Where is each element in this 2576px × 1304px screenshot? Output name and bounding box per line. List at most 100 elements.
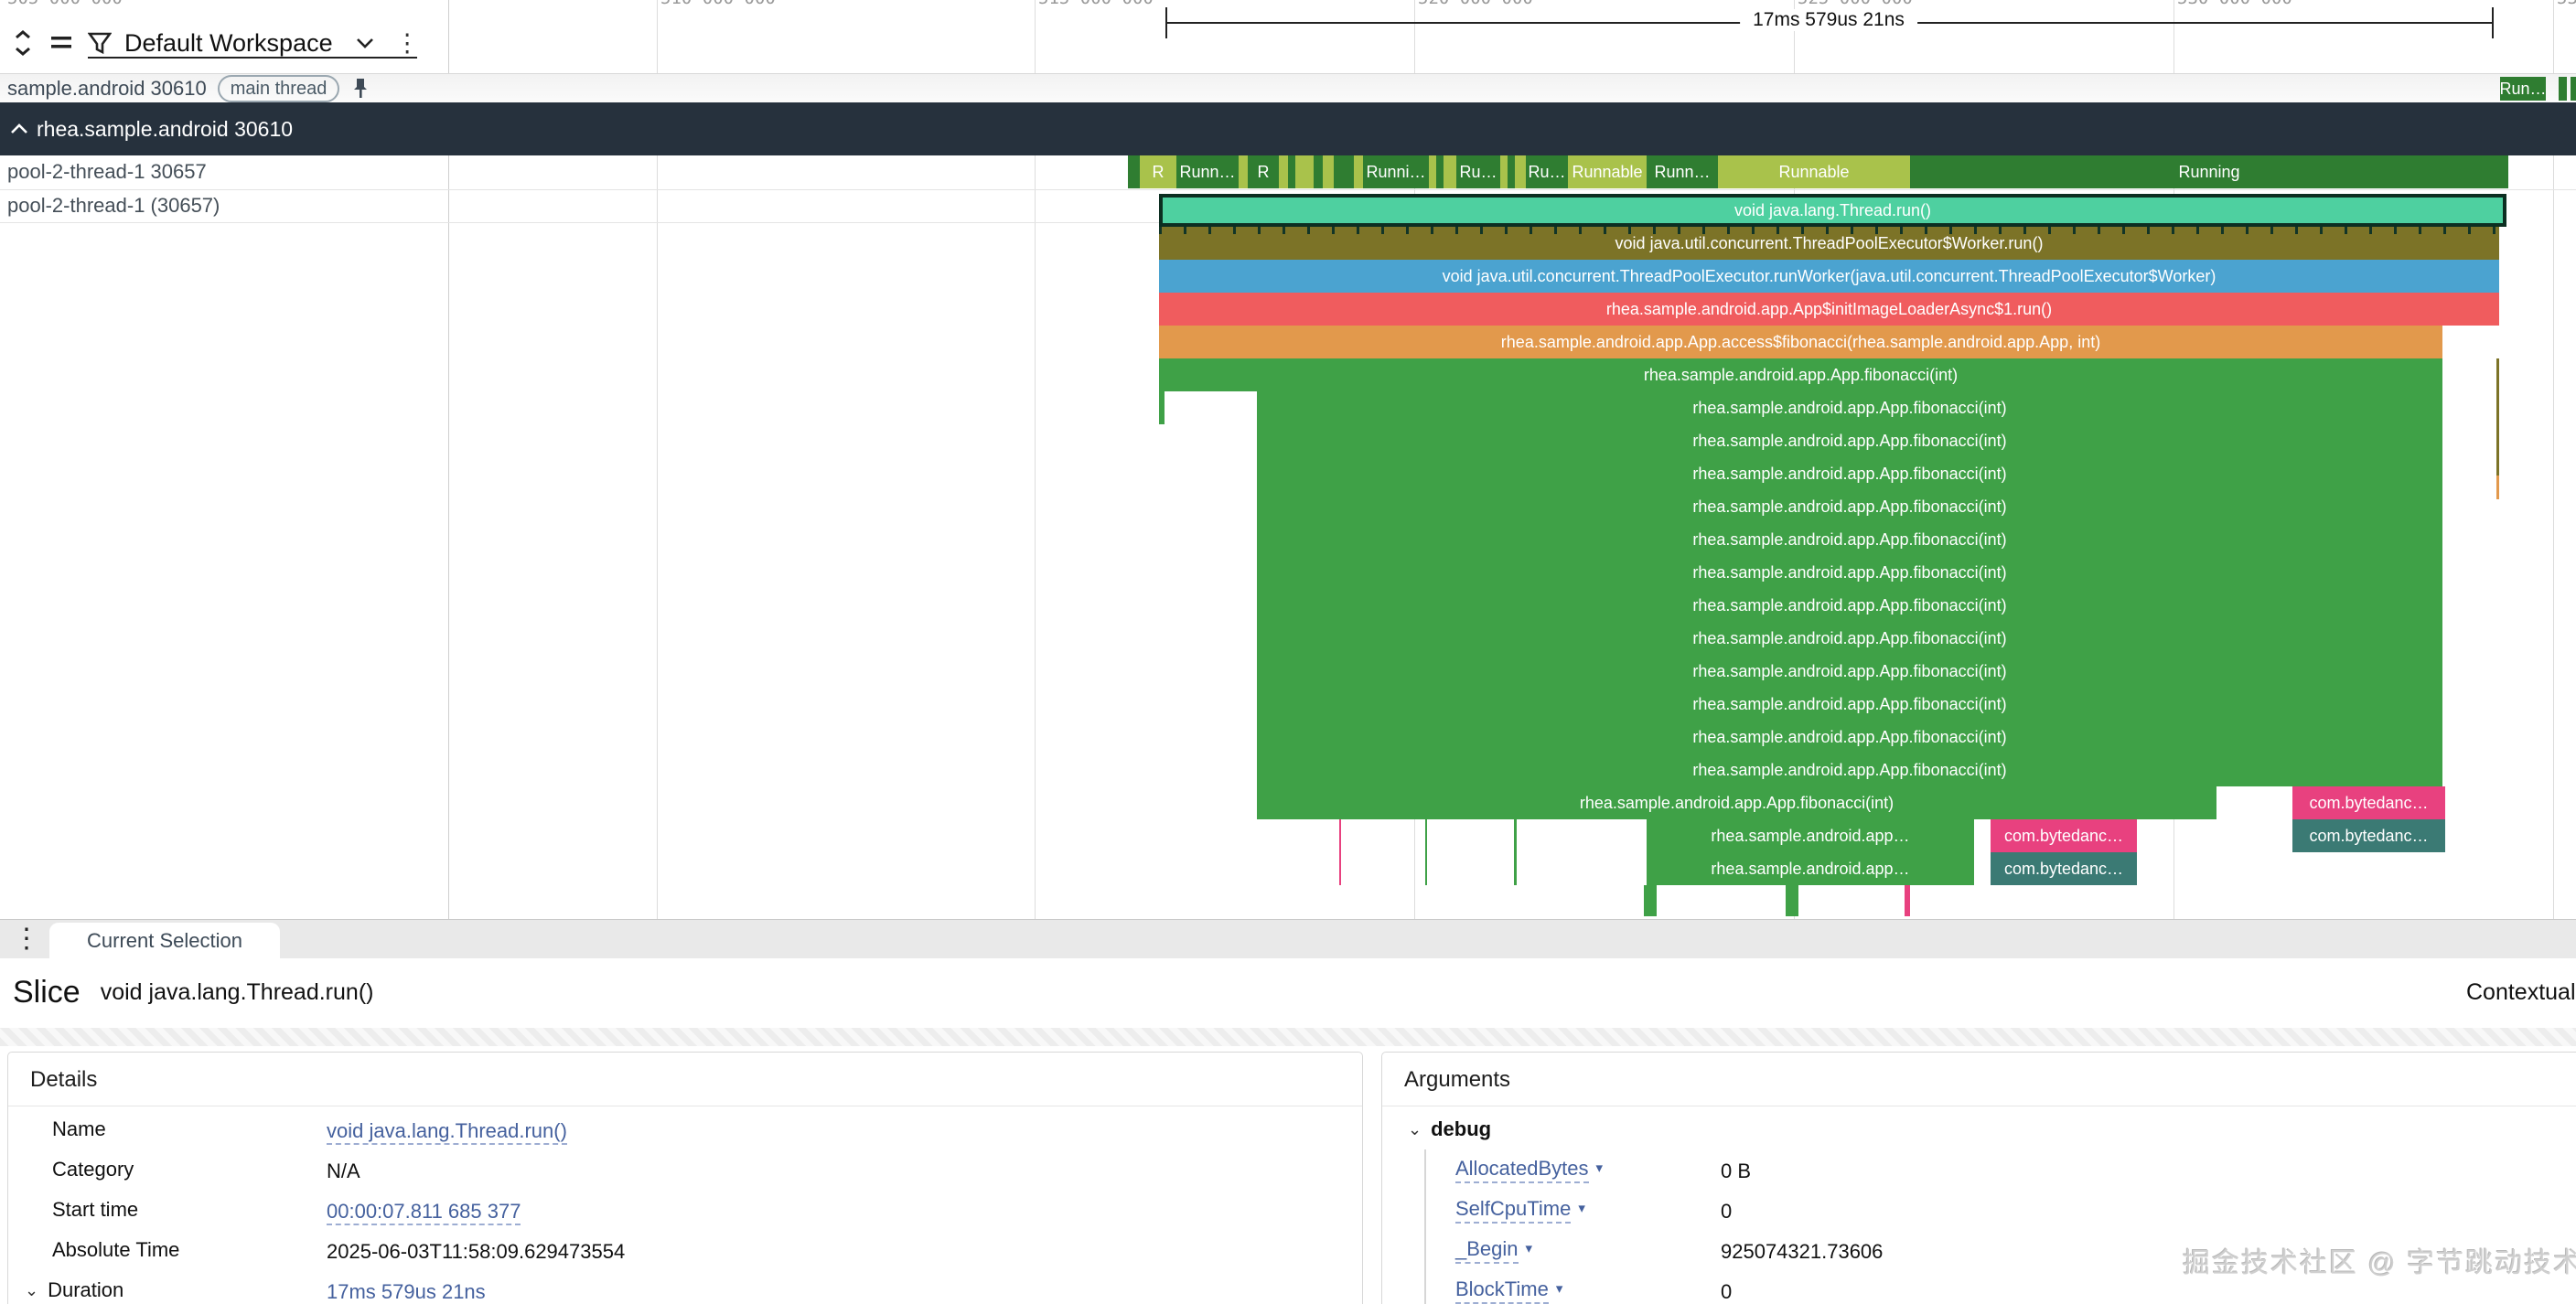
flame-slice-sliver[interactable] [2496,476,2499,499]
argument-menu-caret-icon[interactable]: ▾ [1578,1201,1585,1216]
thread-state-segment[interactable] [1295,155,1314,188]
flame-slice[interactable]: rhea.sample.android.app.App.fibonacci(in… [1257,391,2442,424]
flame-slice-sliver[interactable] [1905,885,1910,916]
thread-state-segment[interactable]: Runni… [1363,155,1429,188]
detail-value-duration[interactable]: 17ms 579us 21ns [327,1280,486,1304]
thread-state-segment[interactable]: Runnable [1718,155,1910,188]
tab-current-selection[interactable]: Current Selection [49,923,280,959]
tabbar-menu-icon[interactable]: ⋮ [13,924,40,954]
debug-expand-chevron-icon[interactable]: ⌄ [1408,1119,1422,1138]
thread-state-segment[interactable] [1508,155,1515,188]
flame-slice[interactable]: rhea.sample.android.app.App.fibonacci(in… [1257,457,2442,490]
workspace-title[interactable]: Default Workspace [124,28,333,57]
flame-slice[interactable]: rhea.sample.android.app.App.fibonacci(in… [1257,786,2216,819]
flame-slice[interactable]: rhea.sample.android.app… [1647,819,1974,852]
thread-state-segment[interactable] [1429,155,1436,188]
thread-state-segment[interactable]: R [1140,155,1176,188]
flame-slice[interactable]: rhea.sample.android.app.App.fibonacci(in… [1257,556,2442,589]
argument-row-begin[interactable]: _Begin ▾ [1455,1230,1532,1270]
thread-state-segment[interactable] [1323,155,1334,188]
flame-slice[interactable]: rhea.sample.android.app.App.fibonacci(in… [1257,424,2442,457]
argument-label[interactable]: AllocatedBytes [1455,1157,1589,1183]
argument-row-selfcputime[interactable]: SelfCpuTime ▾ [1455,1190,1585,1230]
flame-slice[interactable]: rhea.sample.android.app.App.fibonacci(in… [1257,523,2442,556]
thread-state-segment[interactable] [1354,155,1363,188]
flame-slice-sliver[interactable] [1514,819,1517,885]
thread-state-segment[interactable] [1314,155,1323,188]
thread-state-segment[interactable]: Running [1910,155,2508,188]
argument-label[interactable]: SelfCpuTime [1455,1197,1572,1224]
thread-state-segment[interactable]: Runn… [1176,155,1239,188]
thread-state-segment[interactable]: Runn… [1647,155,1718,188]
filter-icon[interactable] [84,27,115,59]
thread-row-main[interactable]: sample.android 30610 main thread [0,73,2576,103]
thread-state-segment[interactable] [1515,155,1526,188]
thread-state-segment[interactable]: Runnable [1568,155,1647,188]
chevron-down-icon[interactable] [349,27,381,59]
argument-row-allocatedbytes[interactable]: AllocatedBytes ▾ [1455,1149,1603,1190]
flame-slice-sliver[interactable] [1425,819,1427,885]
thread-state-chip[interactable] [2559,77,2567,101]
thread-state-segment[interactable] [1239,155,1248,188]
contextual-options-button[interactable]: Contextual [2466,978,2576,1005]
flame-slice-sliver[interactable] [2496,358,2499,476]
thread-state-segment[interactable] [1500,155,1508,188]
argument-menu-caret-icon[interactable]: ▾ [1555,1281,1563,1297]
argument-row-blocktime[interactable]: BlockTime ▾ [1455,1270,1562,1304]
thread-state-chip[interactable]: Run… [2500,77,2546,101]
unfold-icon[interactable] [7,27,38,59]
workspace-menu-icon[interactable]: ⋮ [394,28,420,57]
flame-slice[interactable]: void java.lang.Thread.run() [1159,194,2506,227]
argument-group-debug[interactable]: ⌄ debug [1408,1109,1491,1149]
detail-value-start-time[interactable]: 00:00:07.811 685 377 [327,1200,521,1225]
flame-slice[interactable]: rhea.sample.android.app.App.fibonacci(in… [1159,358,2442,391]
flame-slice[interactable]: void java.util.concurrent.ThreadPoolExec… [1159,260,2499,293]
flame-slice[interactable]: rhea.sample.android.app.App.fibonacci(in… [1257,490,2442,523]
flame-slice[interactable]: rhea.sample.android.app… [1647,852,1974,885]
flame-slice[interactable]: rhea.sample.android.app.App.fibonacci(in… [1257,655,2442,688]
flame-slice[interactable]: com.bytedanc… [1991,819,2137,852]
flame-slice[interactable]: rhea.sample.android.app.App.fibonacci(in… [1257,589,2442,622]
pin-icon[interactable] [350,77,370,101]
collapse-chevron-icon[interactable] [9,123,29,135]
thread-state-segment[interactable] [1128,155,1140,188]
thread-state-segment[interactable]: R [1248,155,1279,188]
sidebar-track-divider[interactable] [448,0,449,919]
flame-slice-sliver[interactable] [1644,885,1657,916]
flame-slice[interactable] [1159,391,1165,424]
detail-value-name[interactable]: void java.lang.Thread.run() [327,1119,567,1145]
thread-state-segment[interactable] [1334,155,1354,188]
flame-slice[interactable]: rhea.sample.android.app.App.fibonacci(in… [1257,721,2442,754]
details-card: Details Name void java.lang.Thread.run()… [7,1052,1363,1304]
flame-slice-sliver[interactable] [1339,819,1341,885]
flame-slice-sliver[interactable] [1786,885,1798,916]
thread-state-segment[interactable]: Ru… [1456,155,1500,188]
thread-state-segment[interactable] [1436,155,1444,188]
flame-slice[interactable]: rhea.sample.android.app.App.fibonacci(in… [1257,754,2442,786]
thread-row-pool-slices[interactable]: pool-2-thread-1 (30657) [0,189,448,222]
argument-menu-caret-icon[interactable]: ▾ [1525,1241,1533,1256]
thread-state-segment[interactable] [1288,155,1295,188]
list-icon[interactable] [46,27,77,59]
detail-row-duration[interactable]: ⌄ Duration [25,1270,123,1304]
thread-state-segment[interactable] [1279,155,1288,188]
thread-state-chip[interactable] [2571,77,2576,101]
thread-state-segment[interactable] [1444,155,1456,188]
flame-slice[interactable]: rhea.sample.android.app.App.access$fibon… [1159,326,2442,358]
argument-label[interactable]: _Begin [1455,1237,1519,1264]
duration-expand-chevron-icon[interactable]: ⌄ [25,1280,39,1299]
panel-resize-handle[interactable] [0,1028,2576,1046]
flame-slice[interactable]: com.bytedanc… [2292,819,2445,852]
process-group-row[interactable]: rhea.sample.android 30610 [0,102,2576,155]
argument-menu-caret-icon[interactable]: ▾ [1595,1160,1604,1176]
flame-slice[interactable]: rhea.sample.android.app.App$initImageLoa… [1159,293,2499,326]
flame-slice[interactable]: rhea.sample.android.app.App.fibonacci(in… [1257,622,2442,655]
thread-row-pool-state[interactable]: pool-2-thread-1 30657 [0,155,448,188]
thread-state-segment[interactable]: Ru… [1526,155,1568,188]
ruler-right-tick [2492,7,2494,38]
flame-slice[interactable]: com.bytedanc… [1991,852,2137,885]
argument-label[interactable]: BlockTime [1455,1277,1549,1304]
detail-row-absolute-time: Absolute Time [52,1230,179,1270]
flame-slice[interactable]: rhea.sample.android.app.App.fibonacci(in… [1257,688,2442,721]
flame-slice[interactable]: com.bytedanc… [2292,786,2445,819]
